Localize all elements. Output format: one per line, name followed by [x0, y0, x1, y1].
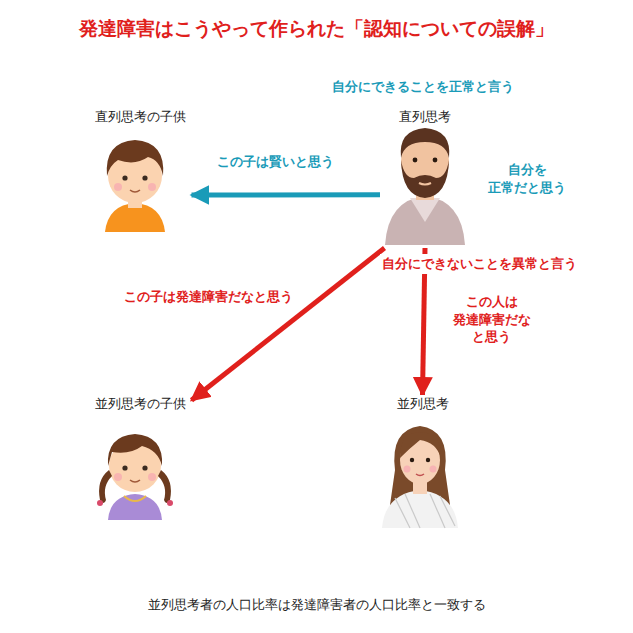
diagram-caption: 並列思考者の人口比率は発達障害者の人口比率と一致する [0, 596, 633, 614]
edge-label: この人は 発達障害だな と思う [442, 292, 541, 347]
figure-node: 並列思考の子供 [89, 395, 192, 525]
figure-node: 直列思考 [380, 108, 470, 248]
edge-label: この子は発達障害だなと思う [122, 287, 295, 307]
figure-caption: 直列思考 [397, 108, 453, 126]
figure-node: 並列思考 [375, 395, 470, 530]
arrow-connector [192, 192, 381, 197]
edge-label: この子は賢いと思う [215, 152, 336, 172]
man-figure [385, 128, 465, 245]
woman-figure [382, 426, 458, 528]
girl-figure [97, 434, 173, 520]
figure-caption: 並列思考の子供 [93, 395, 188, 413]
figure-node: 直列思考の子供 [89, 108, 192, 235]
figure-caption: 直列思考の子供 [93, 108, 188, 126]
note-label: 自分を 正常だと思う [482, 160, 572, 197]
boy-figure [105, 140, 165, 232]
diagram-title: 発達障害はこうやって作られた「認知についての誤解」 [0, 16, 633, 42]
note-label: 自分にできることを正常と言う [330, 77, 516, 97]
arrow-connector [192, 248, 385, 400]
note-label: 自分にできないことを異常と言う [380, 254, 579, 274]
figure-caption: 並列思考 [395, 395, 451, 413]
